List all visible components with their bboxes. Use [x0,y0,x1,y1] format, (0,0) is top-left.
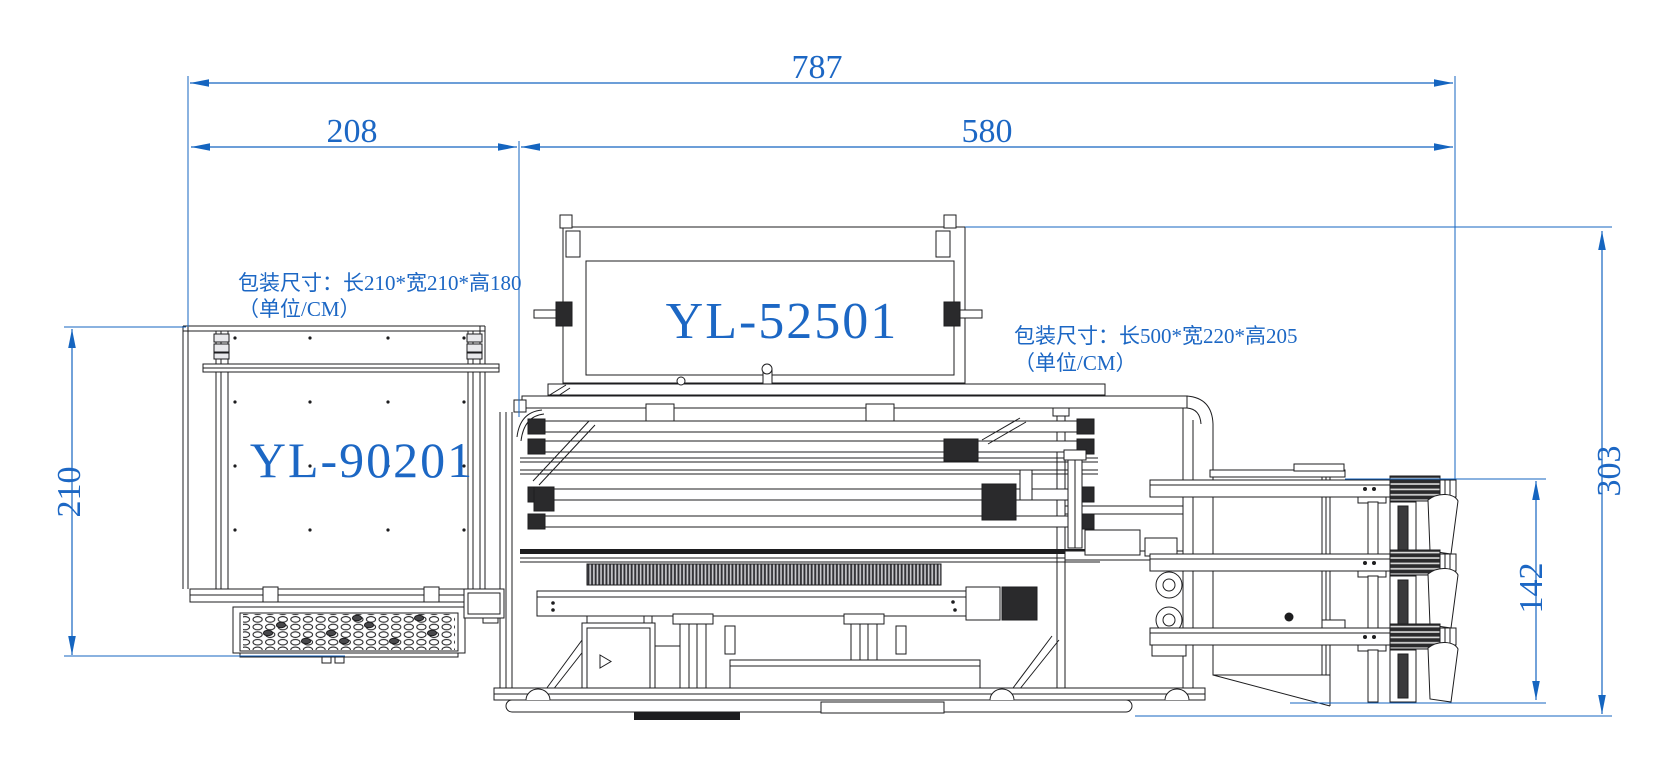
electrical-cabinet [581,622,656,701]
dimension-lines [64,76,1612,717]
dim-main-width: 580 [962,113,1013,150]
panel-dots [233,336,466,532]
dim-overall-width: 787 [792,49,843,86]
machine-main-drawing [463,214,1459,720]
label-yl-90201: YL-90201 [250,432,474,488]
filled-slots [262,614,438,645]
dim-left-width: 208 [327,113,378,150]
package-note-right-line1: 包装尺寸：长500*宽220*高205 [1014,324,1298,348]
package-note-left-line2: （单位/CM） [238,297,361,321]
comb-strip [586,563,942,586]
dim-overall-height: 303 [1591,446,1628,497]
stacker-panel [1209,463,1346,707]
rollers [520,403,1098,530]
machine-left-drawing [182,325,500,664]
machine-base [493,687,1206,720]
package-note-left-line1: 包装尺寸：长210*宽210*高180 [238,271,522,295]
label-yl-52501: YL-52501 [666,293,899,350]
package-note-right-line2: （单位/CM） [1014,351,1137,375]
top-cover [533,214,983,384]
dim-outfeed-height: 142 [1513,563,1550,614]
dim-left-height: 210 [51,467,88,518]
